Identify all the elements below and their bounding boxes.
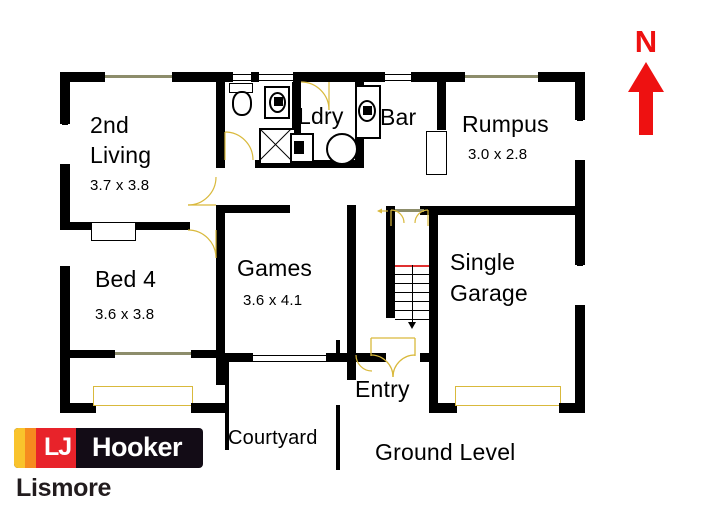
- exterior-wall-bottom-garage-a: [429, 403, 457, 413]
- room-dim-bed4: 3.6 x 3.8: [95, 306, 155, 323]
- toilet-bowl-icon: [232, 91, 252, 116]
- rumpus-cupboard-icon: [426, 131, 447, 175]
- compass-label: N: [634, 24, 658, 59]
- logo-office-text: Lismore: [16, 474, 112, 502]
- interior-wall-games-bottom-a: [225, 353, 253, 362]
- interior-wall-living-right: [216, 72, 225, 127]
- exterior-wall-right-mid: [575, 160, 585, 265]
- interior-wall-ldry-bottom: [301, 160, 363, 168]
- logo-hooker-text: Hooker: [92, 432, 183, 462]
- room-label-rumpus: Rumpus: [462, 111, 549, 137]
- exterior-wall-left-mid: [60, 164, 70, 224]
- window-games-bottom: [253, 355, 326, 362]
- room-dim-2nd-living: 3.7 x 3.8: [90, 177, 150, 194]
- logo-band-red: [36, 428, 76, 468]
- window-bottom-left: [93, 386, 193, 406]
- exterior-wall-right-bottom: [575, 305, 585, 413]
- exterior-wall-top-e: [355, 72, 385, 82]
- exterior-wall-top-right-corner: [538, 72, 585, 82]
- laundry-washer-door-icon: [294, 141, 304, 154]
- interior-wall-hall-top: [225, 205, 290, 213]
- logo-band-orange: [25, 428, 36, 468]
- staircase: [395, 265, 429, 328]
- interior-wall-bed4-bottom-b: [191, 350, 225, 358]
- courtyard-wall-left: [225, 362, 229, 450]
- room-dim-games: 3.6 x 4.1: [243, 292, 303, 309]
- window-bar-small: [385, 74, 411, 81]
- logo-bar: LJ Hooker: [14, 428, 203, 468]
- room-label-courtyard: Courtyard: [228, 427, 318, 449]
- shower-cross-icon: [259, 128, 292, 161]
- exterior-wall-left-top: [60, 72, 70, 124]
- exterior-wall-top-b: [225, 72, 233, 82]
- exterior-wall-top-f: [411, 72, 465, 82]
- bar-tap-icon: [363, 106, 372, 115]
- north-arrow-icon: [628, 62, 664, 135]
- compass-north: N: [612, 26, 680, 136]
- room-label-bed4: Bed 4: [95, 266, 157, 292]
- room-label-games: Games: [237, 255, 313, 281]
- window-bed4-bottom: [115, 352, 191, 355]
- plan-title: Ground Level: [375, 439, 516, 465]
- exterior-wall-left-bottom: [60, 266, 70, 413]
- bed4-wardrobe-icon: [91, 222, 136, 241]
- garage-door: [455, 386, 561, 406]
- room-dim-rumpus: 3.0 x 2.8: [468, 146, 528, 163]
- window-rumpus-bottom-slider: [390, 209, 424, 212]
- laundry-tub-icon: [326, 133, 358, 165]
- brand-logo: LJ Hooker: [14, 428, 203, 468]
- interior-wall-entry-left: [356, 353, 386, 362]
- interior-wall-garage-left-upper: [386, 206, 395, 318]
- interior-wall-stair-right: [429, 206, 438, 366]
- room-label-bar: Bar: [380, 104, 417, 130]
- exterior-wall-top-left-corner: [60, 72, 105, 82]
- exterior-wall-top-a: [172, 72, 225, 82]
- interior-wall-games-right: [347, 205, 356, 380]
- logo-band-yellow: [14, 428, 25, 468]
- interior-wall-games-left: [216, 205, 225, 385]
- room-label-2nd-living-line1: 2nd: [90, 112, 129, 138]
- window-top-second-living: [105, 75, 172, 78]
- interior-wall-entry-vert: [429, 353, 438, 413]
- exterior-wall-top-d: [293, 72, 355, 82]
- exterior-wall-bottom-a: [191, 403, 225, 413]
- logo-lj-text: LJ: [44, 433, 72, 461]
- interior-wall-bath-right: [292, 82, 301, 168]
- exterior-wall-right-top: [575, 72, 585, 120]
- interior-wall-rumpus-left: [437, 82, 446, 130]
- room-label-ldry: Ldry: [298, 103, 344, 129]
- exterior-wall-bottom-left-corner: [60, 403, 96, 413]
- courtyard-wall-top-stub: [336, 340, 340, 360]
- exterior-wall-bottom-garage-b: [559, 403, 585, 413]
- interior-wall-rumpus-bottom: [420, 206, 575, 215]
- stair-arrow-icon: [408, 322, 416, 329]
- room-label-garage-line1: Single: [450, 249, 516, 275]
- room-label-entry: Entry: [355, 376, 410, 402]
- interior-wall-games-bottom-b: [326, 353, 356, 362]
- stair-direction-line: [412, 265, 413, 325]
- exterior-wall-top-c: [251, 72, 259, 82]
- bathroom-tap-icon: [274, 97, 283, 106]
- interior-wall-bed4-bottom-a: [60, 350, 115, 358]
- window-top-rumpus: [465, 75, 538, 78]
- window-bath-small-1: [233, 74, 251, 81]
- window-bath-small-2: [259, 74, 293, 81]
- courtyard-wall-right: [336, 405, 340, 470]
- room-label-garage-line2: Garage: [450, 280, 528, 306]
- room-label-2nd-living-line2: Living: [90, 142, 152, 168]
